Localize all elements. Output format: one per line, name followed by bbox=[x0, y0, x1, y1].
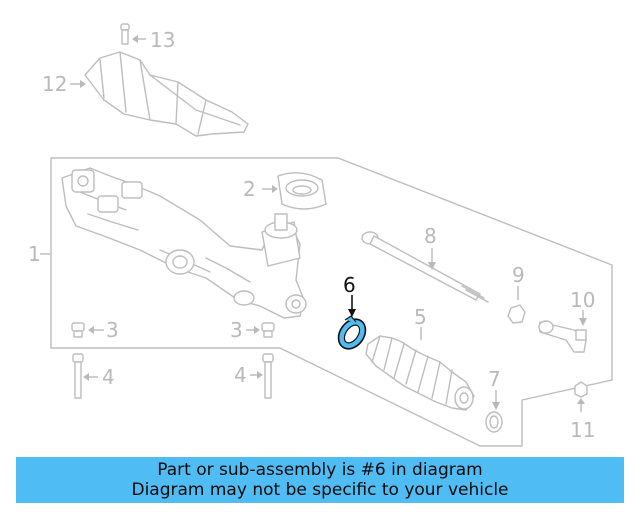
part-7-clamp bbox=[485, 390, 503, 433]
callout-6[interactable]: 6 bbox=[343, 273, 356, 297]
steering-gear-housing bbox=[61, 167, 307, 319]
callout-8[interactable]: 8 bbox=[424, 224, 437, 248]
part-9-nut bbox=[507, 286, 526, 324]
info-banner: Part or sub-assembly is #6 in diagram Di… bbox=[16, 457, 624, 503]
part-2-bushing bbox=[262, 172, 327, 210]
callout-2[interactable]: 2 bbox=[243, 177, 256, 201]
part-4-bolt-left bbox=[72, 353, 98, 399]
callout-3-right[interactable]: 3 bbox=[230, 318, 243, 342]
part-12-shield bbox=[70, 51, 249, 137]
part-13-bolt bbox=[120, 23, 146, 45]
banner-line-1: Part or sub-assembly is #6 in diagram bbox=[157, 460, 483, 480]
part-3-nut-left bbox=[71, 322, 104, 338]
banner-line-2: Diagram may not be specific to your vehi… bbox=[131, 480, 509, 500]
callout-5[interactable]: 5 bbox=[414, 305, 427, 329]
callout-9[interactable]: 9 bbox=[512, 263, 525, 287]
assembly-outline bbox=[50, 157, 613, 447]
part-6-clamp-highlighted[interactable] bbox=[333, 295, 371, 354]
callout-1[interactable]: 1 bbox=[28, 242, 41, 266]
part-8-tie-rod bbox=[361, 231, 489, 303]
part-10-tie-rod-end bbox=[538, 310, 587, 353]
part-11-nut bbox=[574, 381, 588, 412]
callout-4-right[interactable]: 4 bbox=[234, 363, 247, 387]
callout-4-left[interactable]: 4 bbox=[102, 365, 115, 389]
callout-10[interactable]: 10 bbox=[570, 288, 595, 312]
part-3-nut-right bbox=[246, 322, 275, 338]
callout-13[interactable]: 13 bbox=[150, 28, 175, 52]
part-5-boot bbox=[365, 327, 475, 411]
callout-7[interactable]: 7 bbox=[488, 367, 501, 391]
part-4-bolt-right bbox=[250, 353, 274, 399]
callout-11[interactable]: 11 bbox=[570, 418, 595, 442]
callout-12[interactable]: 12 bbox=[42, 72, 67, 96]
callout-3-left[interactable]: 3 bbox=[106, 318, 119, 342]
